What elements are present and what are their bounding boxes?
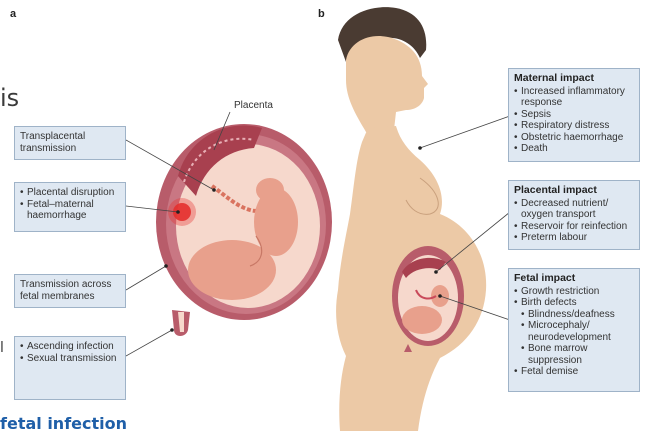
list-item: Growth restriction xyxy=(514,286,634,298)
list-item: Decreased nutrient/ oxygen transport xyxy=(514,198,634,221)
list-item: Ascending infection xyxy=(20,341,120,353)
panel-label-a: a xyxy=(10,8,16,20)
list-item: Sepsis xyxy=(514,109,634,121)
cropped-text-fragment: is xyxy=(0,84,19,112)
list-sub-item: Microcephaly/ neurodevelopment xyxy=(514,320,634,343)
list-item: Sexual transmission xyxy=(20,353,120,365)
fetal-impact-title: Fetal impact xyxy=(514,273,634,285)
placental-disruption-box: Placental disruption Fetal–maternal haem… xyxy=(14,182,126,232)
transplacental-box: Transplacental transmission xyxy=(14,126,126,160)
list-item: Respiratory distress xyxy=(514,120,634,132)
list-item: Reservoir for reinfection xyxy=(514,221,634,233)
list-item: Death xyxy=(514,143,634,155)
list-item: Placental disruption xyxy=(20,187,120,199)
list-item: Birth defects xyxy=(514,297,634,309)
placenta-label: Placenta xyxy=(234,100,273,111)
list-item: Fetal–maternal haemorrhage xyxy=(20,199,120,222)
maternal-impact-title: Maternal impact xyxy=(514,73,634,85)
panel-label-b: b xyxy=(318,8,325,20)
list-sub-item: Bone marrow suppression xyxy=(514,343,634,366)
placental-impact-box: Placental impact Decreased nutrient/ oxy… xyxy=(508,180,640,250)
membranes-line-2: fetal membranes xyxy=(20,291,120,303)
list-sub-item: Blindness/deafness xyxy=(514,309,634,321)
placental-impact-title: Placental impact xyxy=(514,185,634,197)
cropped-edge-fragment: l xyxy=(0,340,4,356)
list-item: Preterm labour xyxy=(514,232,634,244)
list-item: Obstetric haemorrhage xyxy=(514,132,634,144)
membranes-box: Transmission across fetal membranes xyxy=(14,274,126,308)
ascending-infection-box: Ascending infection Sexual transmission xyxy=(14,336,126,400)
uterus-cross-section xyxy=(156,124,332,336)
transplacental-line-2: transmission xyxy=(20,143,120,155)
maternal-impact-box: Maternal impact Increased inflammatory r… xyxy=(508,68,640,162)
cropped-heading-fragment: fetal infection xyxy=(0,414,200,433)
transplacental-line-1: Transplacental xyxy=(20,131,120,143)
membranes-line-1: Transmission across xyxy=(20,279,120,291)
fetal-impact-box: Fetal impact Growth restriction Birth de… xyxy=(508,268,640,392)
list-item: Increased inflammatory response xyxy=(514,86,634,109)
list-item: Fetal demise xyxy=(514,366,634,378)
pregnant-woman-illustration xyxy=(336,7,486,431)
